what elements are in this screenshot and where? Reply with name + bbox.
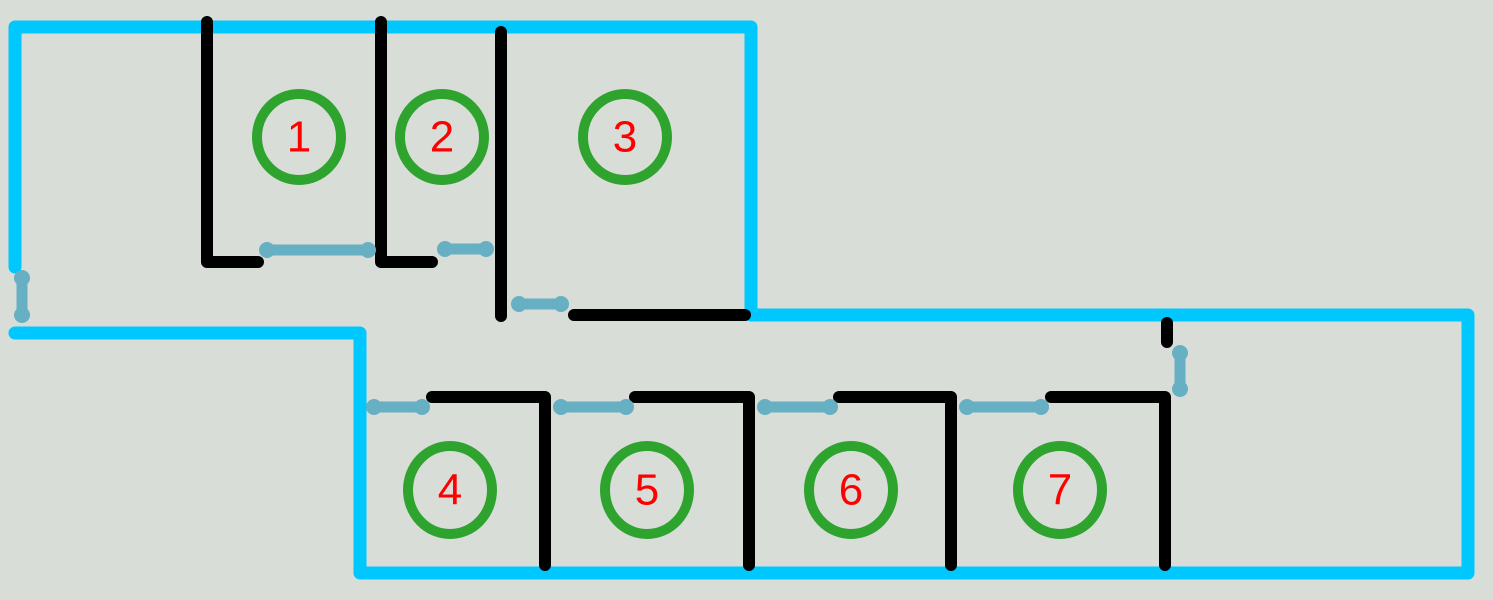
room-1: 1 [252, 89, 346, 185]
outer-wall [8, 20, 1475, 580]
door-end [1033, 399, 1049, 415]
door-end [959, 399, 975, 415]
room-marker-circle [578, 89, 672, 185]
room-3: 3 [578, 89, 672, 185]
room-number: 1 [287, 113, 311, 162]
door-end [14, 270, 30, 286]
door [437, 241, 494, 257]
room-number: 2 [430, 113, 454, 162]
room-marker-circle [600, 441, 694, 539]
rooms: 1 2 3 4 5 6 7 [252, 89, 1107, 539]
room-7: 7 [1013, 441, 1107, 539]
door-end [1172, 345, 1188, 361]
outer-walls [8, 20, 1475, 580]
room-number: 7 [1048, 466, 1072, 515]
door [14, 270, 30, 323]
door-end [511, 296, 527, 312]
inner-wall [1045, 391, 1171, 571]
doors [14, 241, 1188, 415]
door-end [437, 241, 453, 257]
inner-wall [833, 391, 957, 571]
door [553, 399, 634, 415]
room-4: 4 [403, 441, 497, 539]
inner-wall [375, 16, 438, 268]
door-end [822, 399, 838, 415]
door [259, 242, 376, 258]
door-end [366, 399, 382, 415]
door-end [360, 242, 376, 258]
room-2: 2 [395, 89, 489, 185]
door-end [259, 242, 275, 258]
room-number: 6 [839, 466, 863, 515]
room-marker-circle [403, 441, 497, 539]
door-end [1172, 381, 1188, 397]
door-end [478, 241, 494, 257]
room-marker-circle [804, 441, 898, 539]
door-end [414, 399, 430, 415]
inner-wall [201, 16, 264, 268]
inner-wall [629, 391, 755, 571]
inner-walls [201, 16, 1173, 571]
room-number: 4 [438, 466, 462, 515]
inner-wall [426, 391, 551, 571]
door-end [553, 296, 569, 312]
door [757, 399, 838, 415]
room-5: 5 [600, 441, 694, 539]
door-end [757, 399, 773, 415]
door [959, 399, 1049, 415]
room-number: 5 [635, 466, 659, 515]
room-marker-circle [252, 89, 346, 185]
door [511, 296, 569, 312]
door-end [618, 399, 634, 415]
door-end [14, 307, 30, 323]
room-6: 6 [804, 441, 898, 539]
room-marker-circle [395, 89, 489, 185]
room-number: 3 [613, 113, 637, 162]
door [366, 399, 430, 415]
door [1172, 345, 1188, 397]
door-end [553, 399, 569, 415]
room-marker-circle [1013, 441, 1107, 539]
